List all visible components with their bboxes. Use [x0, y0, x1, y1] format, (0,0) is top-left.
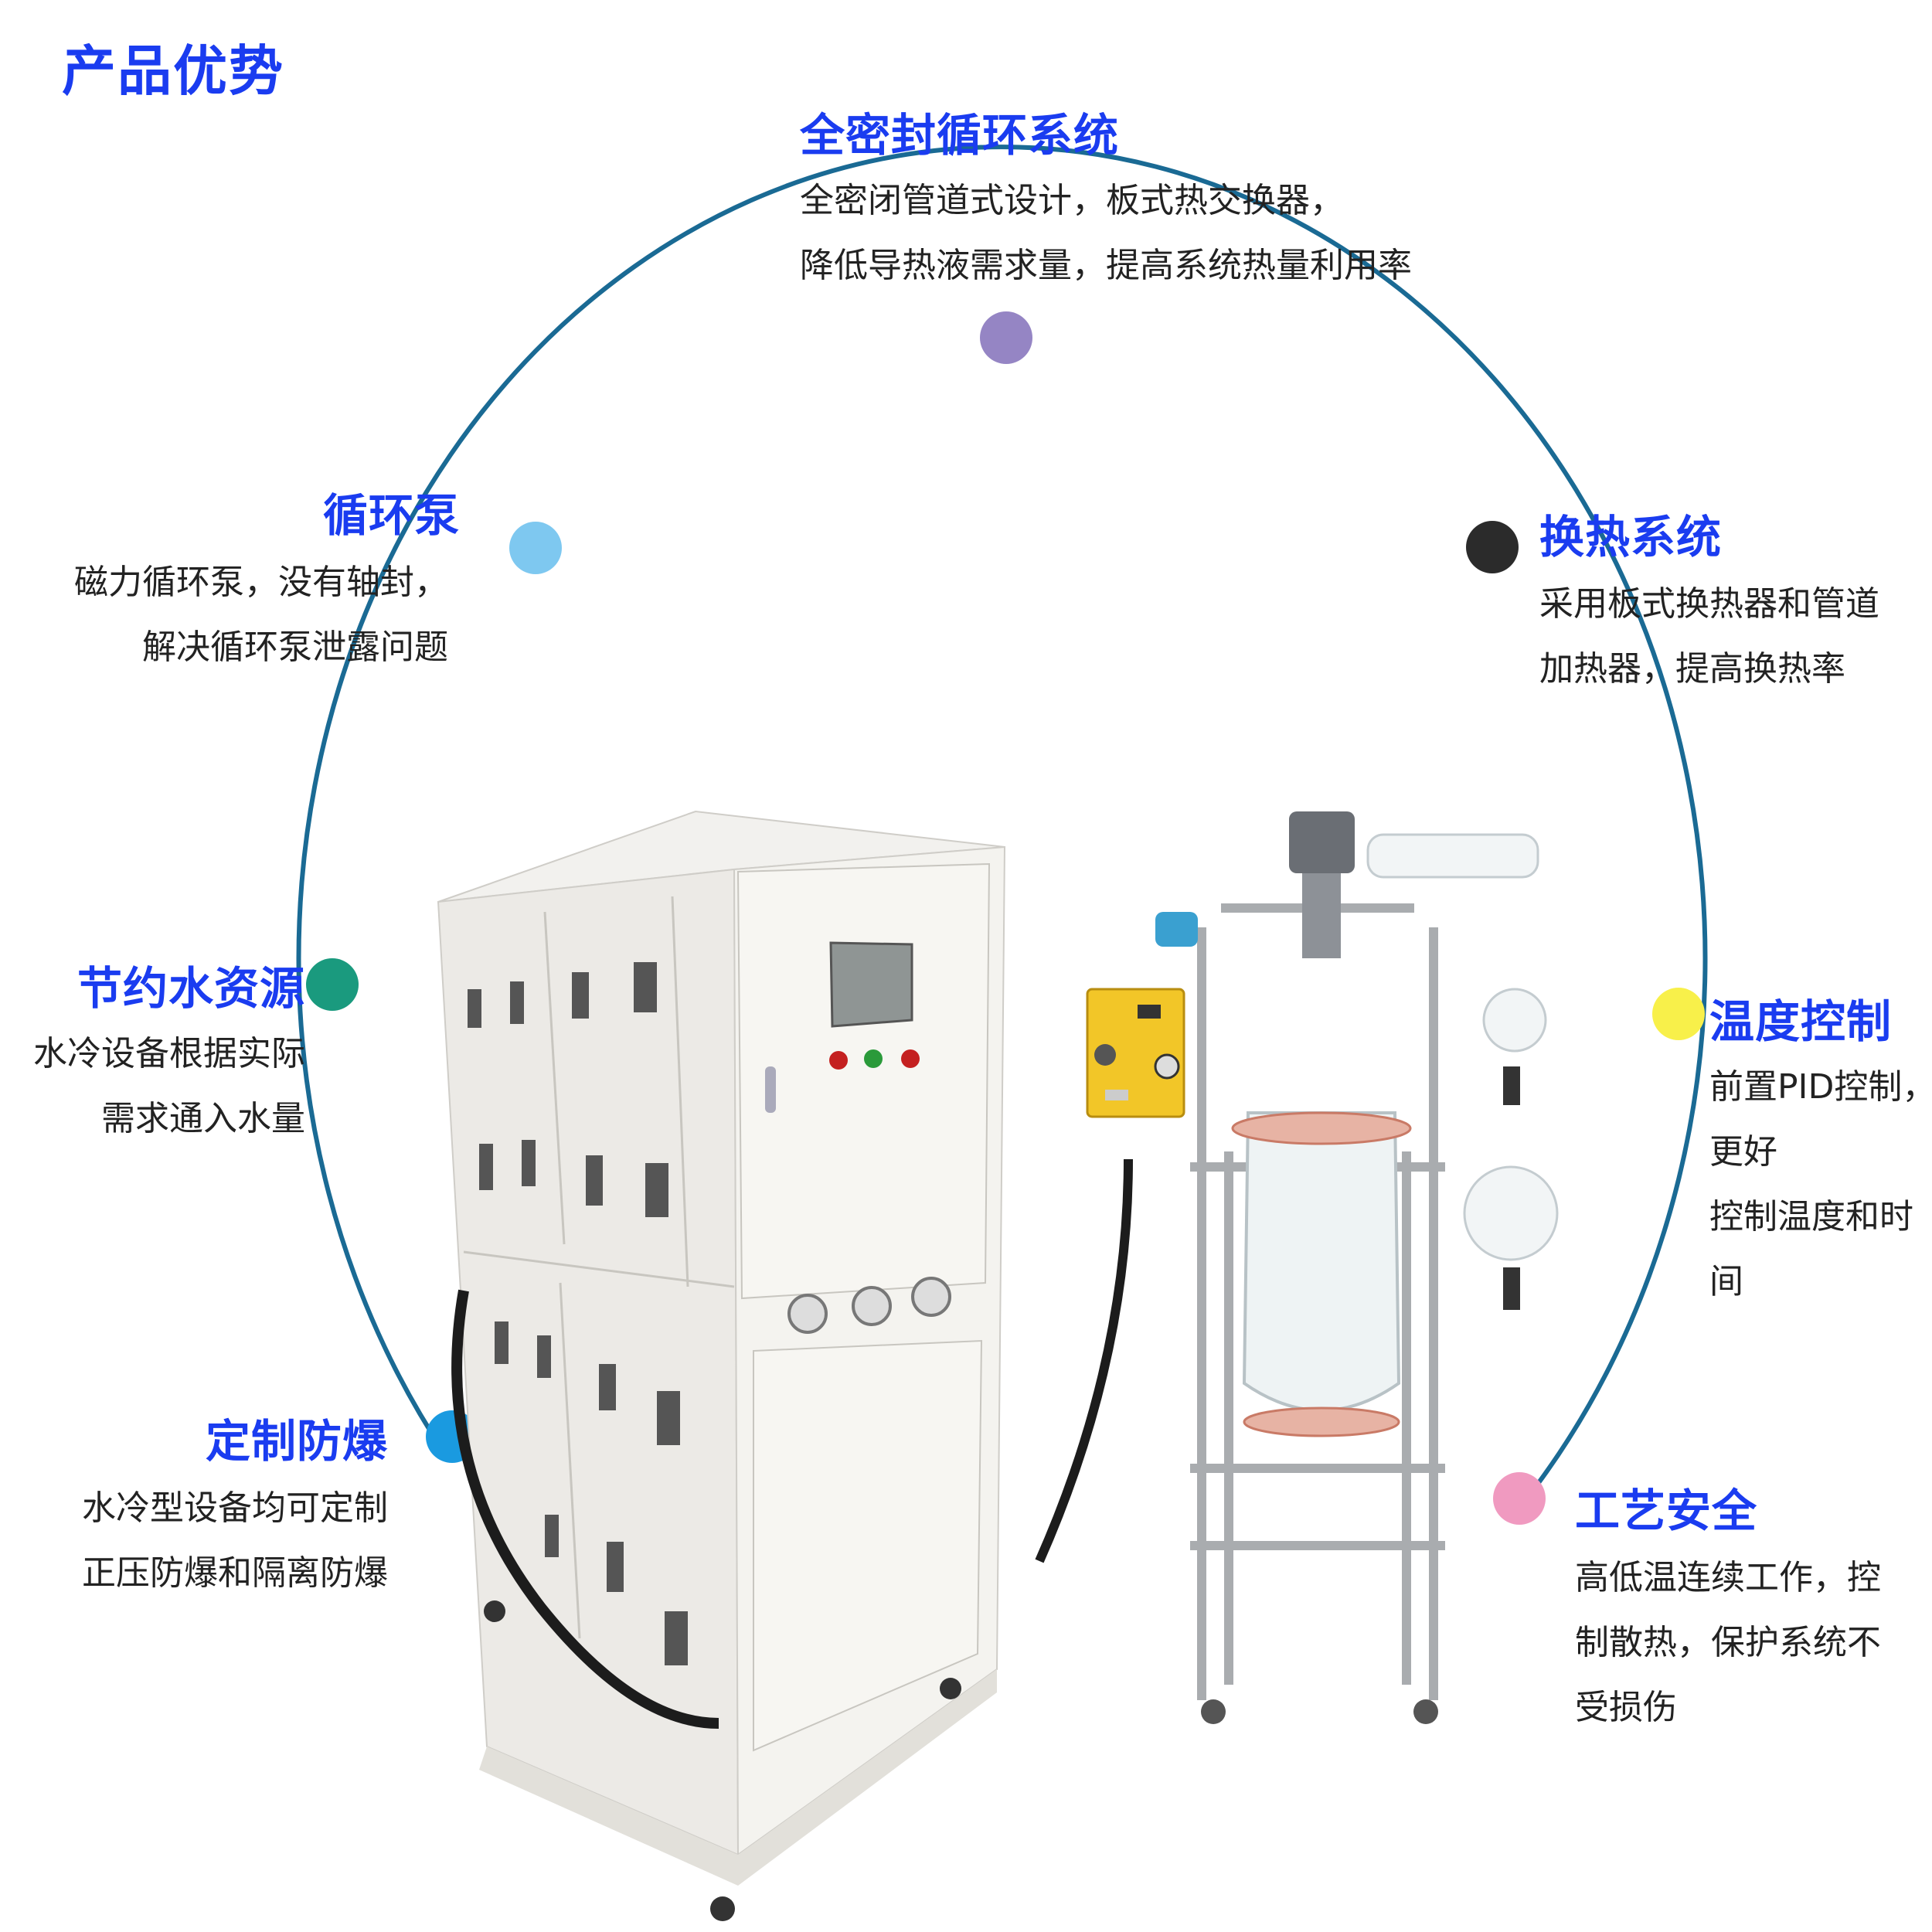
feature-desc-line: 正压防爆和隔离防爆 — [82, 1553, 388, 1593]
chiller-cabinet — [437, 810, 1006, 1921]
feature-desc-line: 前置PID控制， — [1709, 1067, 1932, 1107]
feature-desc-line: 制散热，保护系统不 — [1575, 1623, 1881, 1662]
dot-heat-exchange — [1466, 521, 1519, 573]
feature-desc-line: 水冷设备根据实际 — [33, 1034, 305, 1073]
feature-title-sealed: 全密封循环系统 — [800, 109, 1120, 162]
dot-temperature — [1652, 988, 1705, 1040]
control-box — [1086, 912, 1198, 1118]
feature-desc-line: 加热器，提高换热率 — [1539, 649, 1845, 689]
feature-title-heat-exchange: 换热系统 — [1539, 511, 1723, 563]
feature-desc-line: 采用板式换热器和管道 — [1539, 584, 1879, 624]
feature-desc-line: 解决循环泵泄露问题 — [142, 628, 448, 667]
feature-desc-explosion-proof: 水冷型设备均可定制 正压防爆和隔离防爆 — [31, 1476, 388, 1606]
feature-title-water-saving: 节约水资源 — [77, 962, 305, 1015]
feature-desc-line: 高低温连续工作，控 — [1575, 1558, 1881, 1597]
feature-desc-temperature: 前置PID控制， 更好 控制温度和时 间 — [1709, 1055, 1932, 1315]
page-title: 产品优势 — [62, 39, 284, 103]
feature-title-safety: 工艺安全 — [1575, 1485, 1758, 1537]
feature-arc — [296, 145, 1708, 1485]
feature-desc-heat-exchange: 采用板式换热器和管道 加热器，提高换热率 — [1539, 572, 1879, 702]
feature-title-explosion-proof: 定制防爆 — [205, 1415, 388, 1468]
feature-desc-water-saving: 水冷设备根据实际 需求通入水量 — [8, 1022, 305, 1151]
feature-desc-line: 需求通入水量 — [101, 1099, 305, 1138]
feature-desc-line: 磁力循环泵，没有轴封， — [74, 563, 448, 602]
feature-desc-line: 更好 — [1709, 1132, 1777, 1172]
dot-sealed — [980, 311, 1032, 364]
dot-water-saving — [306, 958, 359, 1011]
feature-desc-line: 全密闭管道式设计，板式热交换器， — [800, 181, 1344, 220]
feature-desc-safety: 高低温连续工作，控 制散热，保护系统不 受损伤 — [1575, 1546, 1881, 1740]
feature-desc-line: 间 — [1709, 1262, 1743, 1301]
feature-desc-line: 降低导热液需求量，提高系统热量利用率 — [800, 246, 1412, 285]
dot-safety — [1493, 1472, 1546, 1525]
feature-title-temperature: 温度控制 — [1709, 995, 1893, 1048]
dot-pump — [509, 522, 562, 574]
feature-desc-line: 受损伤 — [1575, 1688, 1677, 1727]
hose-right — [1035, 1158, 1133, 1563]
feature-desc-line: 水冷型设备均可定制 — [82, 1488, 388, 1528]
feature-desc-sealed: 全密闭管道式设计，板式热交换器， 降低导热液需求量，提高系统热量利用率 — [800, 168, 1412, 298]
hose — [451, 1289, 719, 1729]
feature-desc-line: 控制温度和时 — [1709, 1197, 1913, 1236]
feature-title-pump: 循环泵 — [322, 489, 460, 542]
feature-desc-pump: 磁力循环泵，没有轴封， 解决循环泵泄露问题 — [31, 550, 448, 680]
glass-reactor — [1190, 811, 1559, 1724]
